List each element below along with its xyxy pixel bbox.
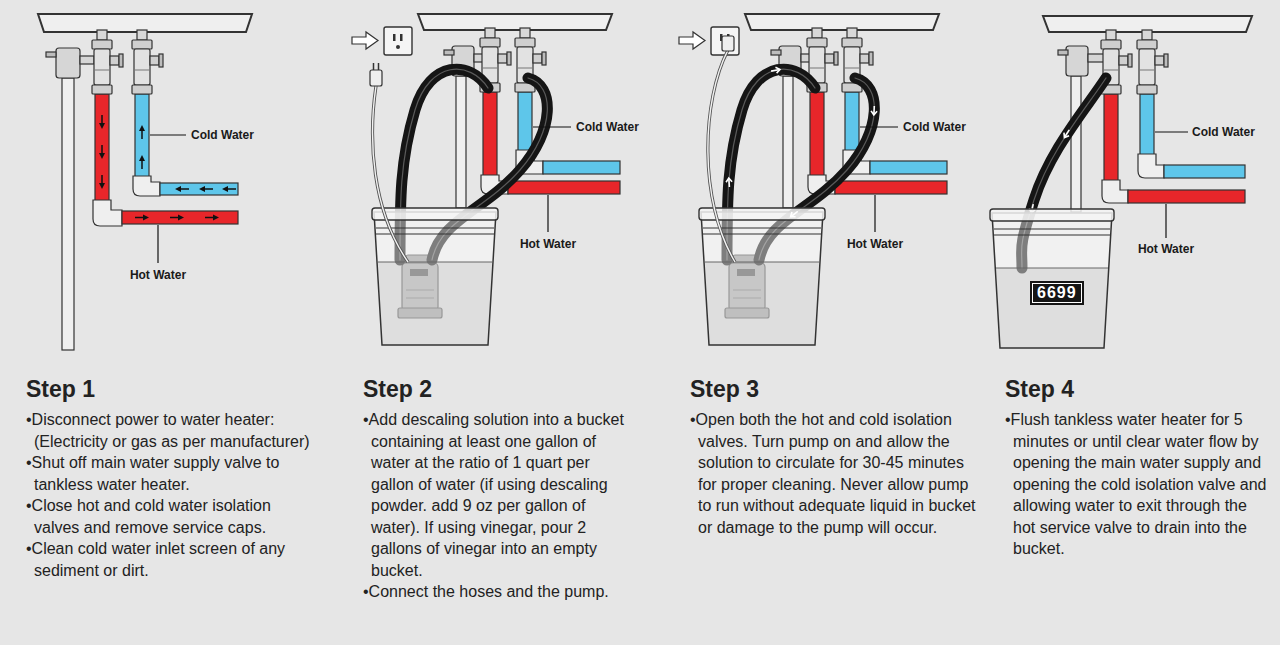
step-column: Step 2 •Add descaling solution into a buc… — [363, 375, 633, 603]
step-instruction: •Clean cold water inlet screen of any se… — [26, 538, 316, 581]
pointer-arrow — [352, 32, 378, 49]
cold-pipe — [518, 92, 532, 152]
bucket — [990, 209, 1114, 348]
hot-pipe — [483, 92, 497, 177]
drain-pipe — [62, 78, 74, 350]
step-instruction: •Close hot and cold water isolation valv… — [26, 495, 316, 538]
leader-line — [150, 134, 186, 135]
pipe-label: Cold Water — [903, 120, 966, 134]
hot-pipe — [1104, 94, 1118, 182]
leader-line — [1165, 204, 1166, 238]
step-heading: Step 2 — [363, 375, 633, 403]
step-instruction: •Add descaling solution into a bucket co… — [363, 409, 633, 581]
step-column: Step 4 •Flush tankless water heater for 5… — [1005, 375, 1271, 560]
step-instruction: •Shut off main water supply valve to tan… — [26, 452, 316, 495]
wall-outlet — [384, 27, 412, 55]
pipe-label: Hot Water — [520, 237, 576, 251]
cold-pipe — [160, 183, 238, 195]
panel-two — [352, 14, 620, 345]
pipe-label: Hot Water — [130, 268, 186, 282]
step-heading: Step 1 — [26, 375, 316, 403]
step-column: Step 3 •Open both the hot and cold isolat… — [690, 375, 980, 538]
step-instruction: •Connect the hoses and the pump. — [363, 581, 633, 603]
cold-pipe — [1140, 94, 1154, 156]
step-instruction: •Open both the hot and cold isolation va… — [690, 409, 980, 538]
step-instruction: •Disconnect power to water heater: (Elec… — [26, 409, 316, 452]
pipe-label: Hot Water — [847, 237, 903, 251]
leader-line — [157, 225, 158, 263]
leader-line — [1155, 131, 1188, 132]
step-heading: Step 3 — [690, 375, 980, 403]
step-heading: Step 4 — [1005, 375, 1271, 403]
pipe-label: Hot Water — [1138, 242, 1194, 256]
step-column: Step 1 •Disconnect power to water heater:… — [26, 375, 316, 581]
panel-four — [990, 16, 1252, 348]
leader-line — [533, 126, 571, 127]
pipe-label: Cold Water — [576, 120, 639, 134]
leader-line — [547, 195, 548, 232]
panel-one — [38, 14, 252, 350]
hot-pipe — [508, 181, 620, 194]
cold-pipe — [135, 94, 149, 178]
hot-pipe — [95, 94, 109, 202]
relief-valve — [1066, 46, 1088, 76]
pump-cord — [370, 63, 408, 262]
drain-pipe — [1071, 76, 1081, 212]
pipe-label: Cold Water — [191, 128, 254, 142]
bucket-label-text: 6699 — [1037, 284, 1077, 302]
heater-base — [38, 14, 252, 32]
cold-pipe — [1164, 165, 1245, 178]
hot-pipe — [122, 211, 238, 224]
panel-three — [679, 14, 947, 345]
hot-pipe — [1128, 190, 1245, 203]
pipe-label: Cold Water — [1192, 125, 1255, 139]
bucket-label: 6699 — [1030, 281, 1084, 305]
heater-base — [418, 14, 612, 30]
cold-pipe — [543, 161, 620, 174]
step-instruction: •Flush tankless water heater for 5 minut… — [1005, 409, 1271, 560]
relief-valve — [56, 48, 80, 78]
pump-cord — [708, 36, 735, 262]
drain-pipe — [456, 76, 466, 208]
